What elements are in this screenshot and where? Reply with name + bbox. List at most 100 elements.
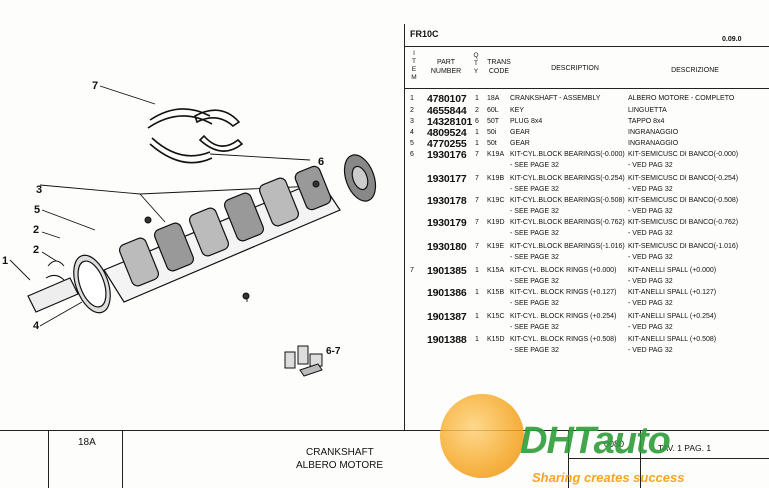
row-item: 5 — [410, 140, 414, 147]
callout-6: 6 — [318, 156, 325, 168]
divider-footer-mid — [568, 458, 769, 459]
row-description: CRANKSHAFT - ASSEMBLY — [510, 95, 601, 102]
row-item: 1 — [410, 95, 414, 102]
table-row: 1930180 7 K19E KIT-CYL.BLOCK BEARINGS(-1.01… — [410, 241, 765, 267]
row-descrizione-note: - VED PAG 32 — [628, 186, 673, 193]
table-row: 6 1930176 7 K19A KIT-CYL.BLOCK BEARINGS(-0.0… — [410, 149, 765, 175]
row-qty: 7 — [475, 243, 479, 250]
row-description-note: - SEE PAGE 32 — [510, 186, 559, 193]
row-qty: 6 — [475, 118, 479, 125]
row-descrizione: INGRANAGGIO — [628, 129, 679, 136]
row-part-number: 1930176 — [427, 149, 467, 161]
callout-5: 5 — [34, 204, 41, 216]
row-trans-code: 60L — [487, 107, 499, 114]
catalog-code: FR10C — [410, 29, 439, 39]
row-description-note: - SEE PAGE 32 — [510, 208, 559, 215]
row-description-note: - SEE PAGE 32 — [510, 324, 559, 331]
row-description: KIT-CYL.BLOCK BEARINGS(-0.000) — [510, 151, 625, 158]
row-item: 3 — [410, 118, 414, 125]
divider-footer-top — [0, 430, 769, 431]
row-part-number: 1930179 — [427, 217, 467, 229]
col-header-part-number-label: PART NUMBER — [430, 59, 462, 75]
row-qty: 1 — [475, 140, 479, 147]
row-description: GEAR — [510, 129, 530, 136]
row-description: KIT-CYL.BLOCK BEARINGS(-0.762) — [510, 219, 625, 226]
row-trans-code: 50T — [487, 118, 500, 125]
row-description-note: - SEE PAGE 32 — [510, 300, 559, 307]
row-trans-code: K15A — [487, 267, 505, 274]
row-trans-code: 50t — [487, 140, 497, 147]
row-description: GEAR — [510, 140, 530, 147]
row-qty: 7 — [475, 151, 479, 158]
row-description: KIT-CYL. BLOCK RINGS (+0.254) — [510, 313, 617, 320]
col-header-descrizione-label: DESCRIZIONE — [671, 67, 719, 74]
callout-3: 3 — [36, 184, 43, 196]
divider-footer-2 — [122, 430, 123, 488]
row-trans-code: K19B — [487, 175, 505, 182]
row-descrizione: KIT-ANELLI SPALL (+0.127) — [628, 289, 717, 296]
row-trans-code: K15D — [487, 336, 505, 343]
row-descrizione-note: - VED PAG 32 — [628, 254, 673, 261]
row-descrizione-note: - VED PAG 32 — [628, 162, 673, 169]
row-trans-code: K19D — [487, 219, 505, 226]
small-parts-6-7 — [284, 345, 323, 377]
row-descrizione-note: - VED PAG 32 — [628, 278, 673, 285]
row-description: KIT-CYL. BLOCK RINGS (+0.508) — [510, 336, 617, 343]
row-part-number: 1930177 — [427, 173, 467, 185]
row-description-note: - SEE PAGE 32 — [510, 347, 559, 354]
callout-4: 4 — [33, 320, 40, 332]
col-header-description: DESCRIPTION — [540, 64, 610, 73]
row-trans-code: K19E — [487, 243, 505, 250]
row-part-number: 4655844 — [427, 105, 467, 117]
row-trans-code: K15B — [487, 289, 505, 296]
row-qty: 2 — [475, 107, 479, 114]
row-part-number: 1901388 — [427, 334, 467, 346]
row-descrizione: LINGUETTA — [628, 107, 667, 114]
row-description: PLUG 8x4 — [510, 118, 543, 125]
row-descrizione-note: - VED PAG 32 — [628, 208, 673, 215]
callout-2a: 2 — [33, 224, 40, 236]
row-descrizione: KIT-SEMICUSC DI BANCO(-0.254) — [628, 175, 739, 182]
col-header-trans-code: TRANS CODE — [484, 58, 514, 76]
callout-6-7: 6-7 — [326, 346, 341, 357]
row-part-number: 1930180 — [427, 241, 467, 253]
row-descrizione-note: - VED PAG 32 — [628, 230, 673, 237]
row-descrizione: ALBERO MOTORE - COMPLETO — [628, 95, 735, 102]
row-description-note: - SEE PAGE 32 — [510, 162, 559, 169]
row-part-number: 4809524 — [427, 127, 467, 139]
row-item: 6 — [410, 151, 414, 158]
row-descrizione: INGRANAGGIO — [628, 140, 679, 147]
row-part-number: 1901386 — [427, 287, 467, 299]
crankshaft-body — [27, 154, 377, 314]
row-descrizione: KIT-SEMICUSC DI BANCO(-0.000) — [628, 151, 739, 158]
row-description: KIT-CYL.BLOCK BEARINGS(-1.016) — [510, 243, 625, 250]
row-qty: 1 — [475, 336, 479, 343]
row-descrizione: KIT-ANELLI SPALL (+0.508) — [628, 336, 717, 343]
row-trans-code: 18A — [487, 95, 500, 102]
row-qty: 7 — [475, 175, 479, 182]
row-qty: 1 — [475, 267, 479, 274]
row-trans-code: K19A — [487, 151, 505, 158]
crankshaft-drawing — [9, 85, 377, 377]
watermark-logo-circle — [440, 394, 524, 478]
row-part-number: 4780107 — [427, 93, 467, 105]
divider-footer-3 — [568, 430, 569, 488]
bearing-shells — [147, 108, 244, 164]
row-part-number: 1901387 — [427, 311, 467, 323]
divider-footer-4 — [640, 430, 641, 488]
watermark-slogan: Sharing creates success — [532, 470, 685, 485]
row-qty: 1 — [475, 129, 479, 136]
col-header-part-number: PART NUMBER — [424, 58, 468, 76]
row-descrizione: KIT-SEMICUSC DI BANCO(-0.762) — [628, 219, 739, 226]
row-qty: 7 — [475, 197, 479, 204]
divider-vertical-main — [404, 24, 405, 430]
